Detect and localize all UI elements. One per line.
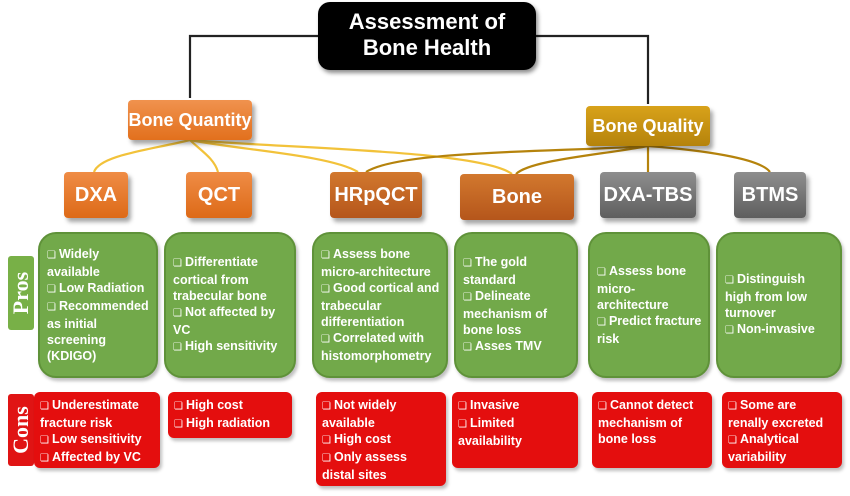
cons-box-bone-biopsy: Invasive Limited availability [452, 392, 578, 468]
pros-item: Predict fracture risk [597, 313, 702, 347]
pros-row-label: Pros [8, 256, 34, 330]
pros-box-btms: Distinguish high from low turnover Non-i… [716, 232, 842, 378]
cons-item: Cannot detect mechanism of bone loss [598, 397, 706, 447]
title-line-2: Bone Health [362, 35, 492, 60]
pros-label-text: Pros [8, 271, 33, 315]
connector-title-quality [536, 34, 650, 104]
pros-item: Assess bone micro-architecture [597, 263, 702, 313]
cons-box-btms: Some are renally excreted Analytical var… [722, 392, 842, 468]
pros-item: High sensitivity [173, 338, 288, 356]
pros-item: Good cortical and trabecular differentia… [321, 280, 440, 330]
category-bone-quantity: Bone Quantity [128, 100, 252, 140]
pros-box-dxa: Widely available Low Radiation Recommend… [38, 232, 158, 378]
cons-item: Underestimate fracture risk [40, 397, 154, 431]
pros-box-hrpqct: Assess bone micro-architecture Good cort… [312, 232, 448, 378]
connector-quality-biopsy [515, 144, 649, 175]
cons-item: Some are renally excreted [728, 397, 836, 431]
pros-item: Distinguish high from low turnover [725, 271, 834, 321]
title-line-1: Assessment of [348, 9, 506, 34]
cons-item: High cost [174, 397, 286, 415]
cons-box-dxa: Underestimate fracture risk Low sensitiv… [34, 392, 160, 468]
pros-item: Delineate mechanism of bone loss [463, 288, 570, 338]
pros-item: The gold standard [463, 254, 570, 288]
method-btms: BTMS [734, 172, 806, 218]
method-hrpqct: HRpQCT [330, 172, 422, 218]
cons-item: Invasive [458, 397, 572, 415]
pros-box-dxa-tbs: Assess bone micro-architecture Predict f… [588, 232, 710, 378]
method-qct: QCT [186, 172, 252, 218]
pros-box-qct: Differentiate cortical from trabecular b… [164, 232, 296, 378]
method-bone-biopsy: Bone Biopsy [460, 174, 574, 254]
method-dxa-tbs: DXA-TBS [600, 172, 696, 218]
pros-item: Differentiate cortical from trabecular b… [173, 254, 288, 304]
cons-box-dxa-tbs: Cannot detect mechanism of bone loss [592, 392, 712, 468]
cons-item: Affected by VC [40, 449, 154, 467]
pros-item: Low Radiation [47, 280, 150, 298]
cons-item: Not widely available [322, 397, 440, 431]
connector-quality-btms [647, 144, 771, 173]
pros-item: Recommended as initial screening (KDIGO) [47, 298, 150, 364]
cons-box-hrpqct: Not widely available High cost Only asse… [316, 392, 446, 486]
cons-item: Limited availability [458, 415, 572, 449]
pros-item: Non-invasive [725, 321, 834, 339]
connector-quantity-qct [189, 139, 220, 173]
pros-item: Widely available [47, 246, 150, 280]
category-bone-quality: Bone Quality [586, 106, 710, 146]
pros-item: Correlated with histomorphometry [321, 330, 440, 364]
cons-box-qct: High cost High radiation [168, 392, 292, 438]
cons-label-text: Cons [8, 406, 33, 454]
connector-title-quantity [188, 34, 318, 98]
connector-quantity-biopsy [189, 138, 513, 175]
connector-quantity-hrpqct [189, 138, 359, 173]
cons-item: Analytical variability [728, 431, 836, 465]
pros-item: Assess bone micro-architecture [321, 246, 440, 280]
cons-item: High radiation [174, 415, 286, 433]
connector-quality-hrpqct [365, 144, 649, 173]
cons-item: Low sensitivity [40, 431, 154, 449]
connector-quantity-dxa [92, 138, 191, 173]
diagram-title: Assessment of Bone Health [318, 2, 536, 70]
pros-item: Not affected by VC [173, 304, 288, 338]
method-dxa: DXA [64, 172, 128, 218]
pros-box-bone-biopsy: The gold standard Delineate mechanism of… [454, 232, 578, 378]
cons-item: Only assess distal sites [322, 449, 440, 483]
cons-item: High cost [322, 431, 440, 449]
cons-row-label: Cons [8, 394, 34, 466]
pros-item: Asses TMV [463, 338, 570, 356]
